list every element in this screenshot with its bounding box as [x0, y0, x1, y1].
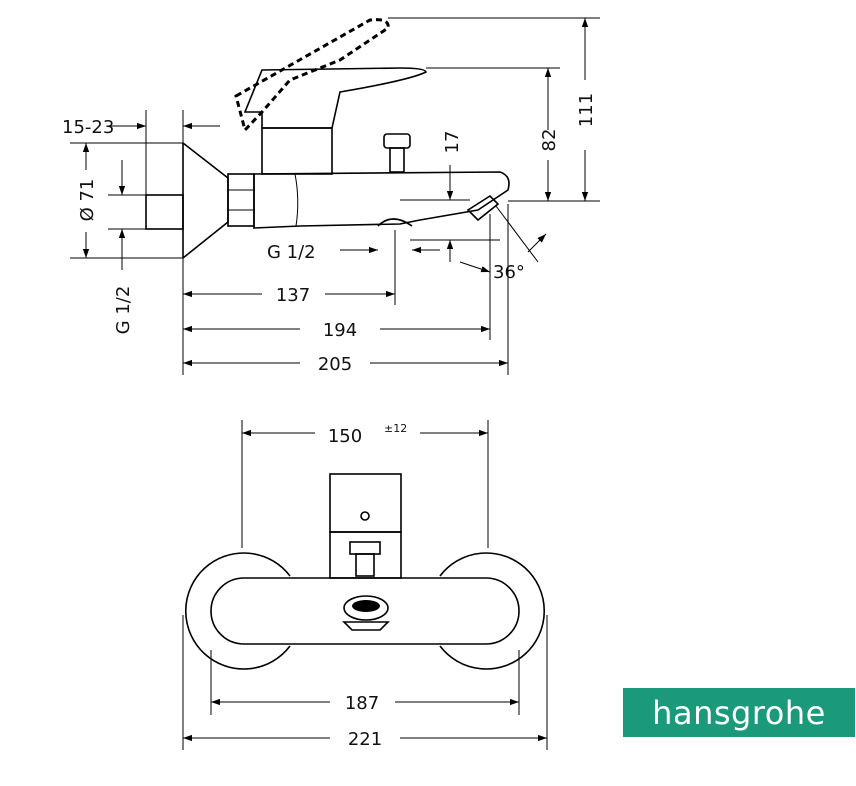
dim-194: 194 — [323, 320, 357, 341]
dim-diameter-71: Ø 71 — [77, 179, 98, 222]
dim-150: 150 — [328, 426, 362, 447]
dim-205: 205 — [318, 354, 352, 375]
lever-indicator — [360, 511, 370, 521]
diverter-front — [349, 541, 381, 555]
spout-aerator — [466, 194, 500, 222]
lever-handle — [243, 67, 427, 129]
hansgrohe-logo: hansgrohe — [623, 688, 855, 737]
left-rosette — [184, 552, 291, 670]
bath-outlet — [377, 218, 413, 227]
dim-g12-spout: G 1/2 — [267, 242, 316, 263]
wall-nipple — [145, 194, 184, 230]
diverter-stem-front — [355, 553, 375, 577]
dim-tolerance-12: ±12 — [384, 422, 407, 435]
mixer-body — [253, 171, 510, 229]
dim-137: 137 — [276, 285, 310, 306]
dim-15-23: 15-23 — [62, 117, 114, 138]
cartridge-housing — [261, 127, 333, 175]
dim-angle-36: 36° — [493, 262, 525, 283]
cartridge-front — [329, 531, 402, 579]
coupling-nut — [227, 173, 255, 227]
spout-outlet-front — [343, 595, 389, 621]
side-view: 15-23 Ø 71 G 1/2 17 82 111 G 1/2 36° 137… — [62, 17, 600, 375]
dim-17: 17 — [442, 131, 463, 154]
dim-82: 82 — [539, 129, 560, 152]
dim-g12-left: G 1/2 — [113, 286, 134, 335]
wall-rosette — [182, 142, 229, 259]
diverter-knob — [383, 133, 411, 149]
dim-187: 187 — [345, 693, 379, 714]
dim-111: 111 — [576, 93, 597, 127]
lever-front — [329, 473, 402, 533]
right-rosette — [439, 552, 546, 670]
outlet-opening — [352, 600, 380, 612]
front-view: 150 ±12 187 221 — [182, 420, 548, 750]
dim-221: 221 — [348, 729, 382, 750]
lever-open-position — [234, 18, 390, 133]
diverter-stem — [389, 147, 405, 173]
